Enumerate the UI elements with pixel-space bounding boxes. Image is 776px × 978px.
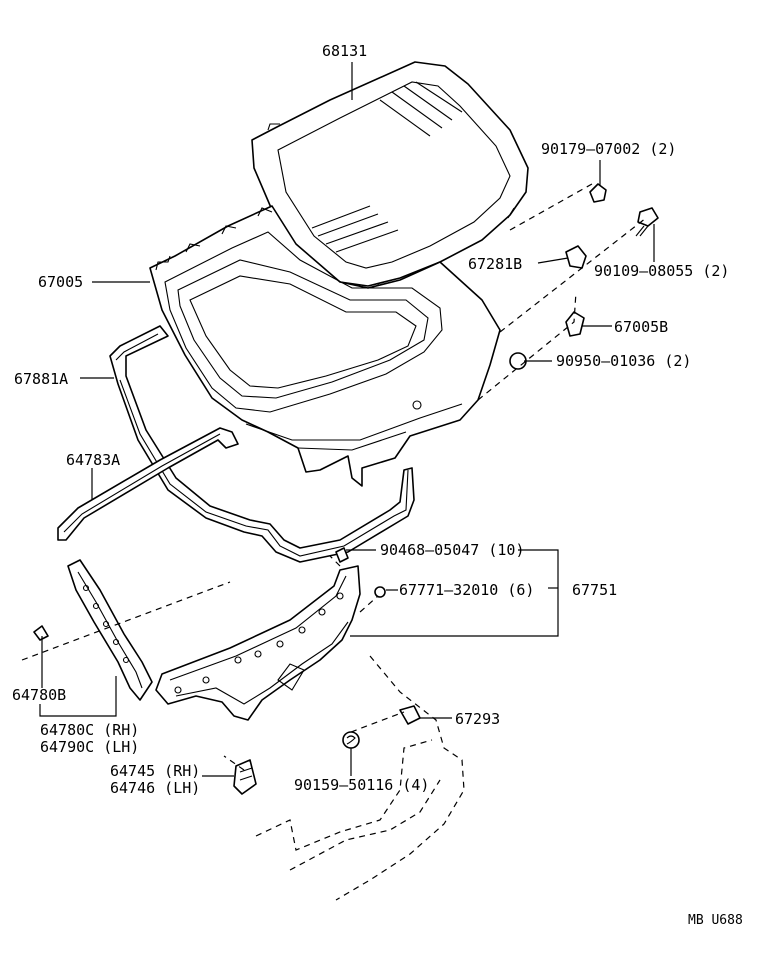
label-90950: 90950–01036 (2) bbox=[556, 352, 691, 370]
label-90468: 90468–05047 (10) bbox=[380, 541, 525, 559]
label-67005: 67005 bbox=[38, 273, 83, 291]
hinge-67281B-icon bbox=[565, 245, 587, 269]
label-64745: 64745 (RH) bbox=[110, 762, 200, 780]
clip-64780B-icon bbox=[33, 625, 49, 641]
bolt-90109-icon bbox=[635, 207, 659, 237]
label-67005B: 67005B bbox=[614, 318, 668, 336]
callout-labels: 68131 90179–07002 (2) 67005 67281B 90109… bbox=[12, 42, 743, 928]
back-door-weatherstrip bbox=[109, 325, 415, 563]
label-64780B: 64780B bbox=[12, 686, 66, 704]
back-door-panel bbox=[149, 205, 501, 487]
label-64746: 64746 (LH) bbox=[110, 779, 200, 797]
door-seal bbox=[57, 427, 239, 541]
label-67881A: 67881A bbox=[14, 370, 68, 388]
diagram-code: MB U688 bbox=[688, 913, 743, 928]
vehicle-body-outline bbox=[255, 655, 465, 901]
label-90179: 90179–07002 (2) bbox=[541, 140, 676, 158]
label-90109: 90109–08055 (2) bbox=[594, 262, 729, 280]
assembly-guide-lines bbox=[21, 183, 647, 771]
clip-90179-icon bbox=[589, 183, 607, 203]
label-64790C: 64790C (LH) bbox=[40, 738, 139, 756]
side-trim-panel bbox=[67, 559, 153, 701]
label-67751: 67751 bbox=[572, 581, 617, 599]
bracket-67293-icon bbox=[399, 705, 421, 725]
label-64783A: 64783A bbox=[66, 451, 120, 469]
callout-leaders bbox=[39, 62, 655, 777]
stopper-67005B-icon bbox=[565, 311, 585, 337]
label-68131: 68131 bbox=[322, 42, 367, 60]
label-67293: 67293 bbox=[455, 710, 500, 728]
label-64780C: 64780C (RH) bbox=[40, 721, 139, 739]
plate-64745-icon bbox=[233, 759, 257, 795]
clip-90468-icon bbox=[335, 547, 349, 563]
clip-67771-icon bbox=[374, 586, 386, 598]
cushion-90950-icon bbox=[509, 352, 527, 370]
screw-90159-icon bbox=[342, 731, 360, 749]
label-90159: 90159–50116 (4) bbox=[294, 776, 429, 794]
back-door-trim-board bbox=[155, 565, 361, 721]
label-67281B: 67281B bbox=[468, 255, 522, 273]
label-67771: 67771–32010 (6) bbox=[399, 581, 534, 599]
